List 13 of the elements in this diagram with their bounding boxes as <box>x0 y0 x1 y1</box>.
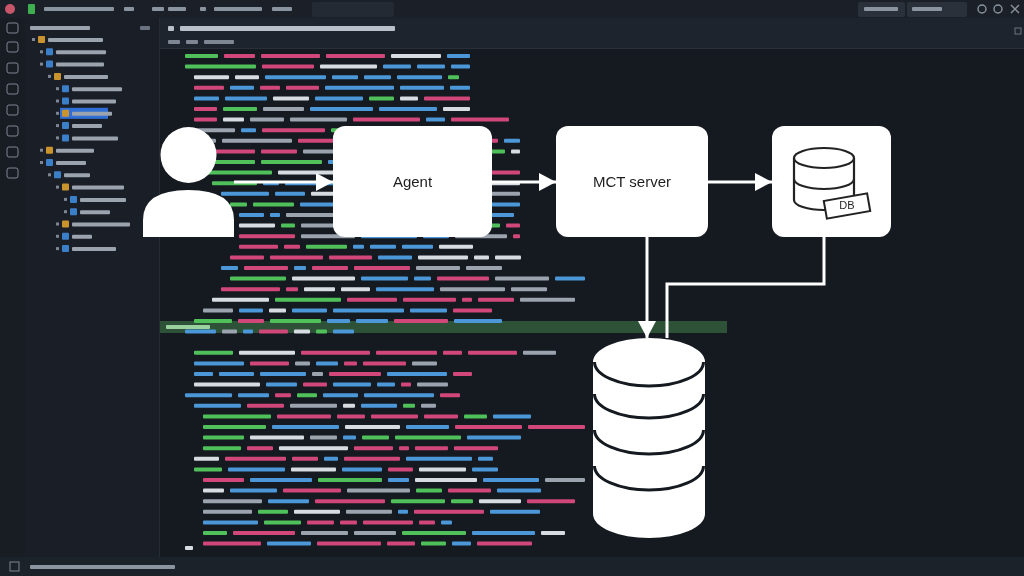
node-label: Agent <box>392 173 433 190</box>
arrow <box>638 237 656 338</box>
arrow <box>708 173 772 191</box>
arrow <box>492 173 556 191</box>
process-box <box>556 126 708 237</box>
process-box <box>333 126 492 237</box>
node-label: MCT server <box>592 173 672 190</box>
person-icon <box>143 126 234 237</box>
database-symbol <box>593 338 705 538</box>
database-box <box>772 126 891 237</box>
arrow <box>234 173 333 191</box>
tag-text: DB <box>838 199 856 212</box>
connector-line <box>665 237 826 338</box>
